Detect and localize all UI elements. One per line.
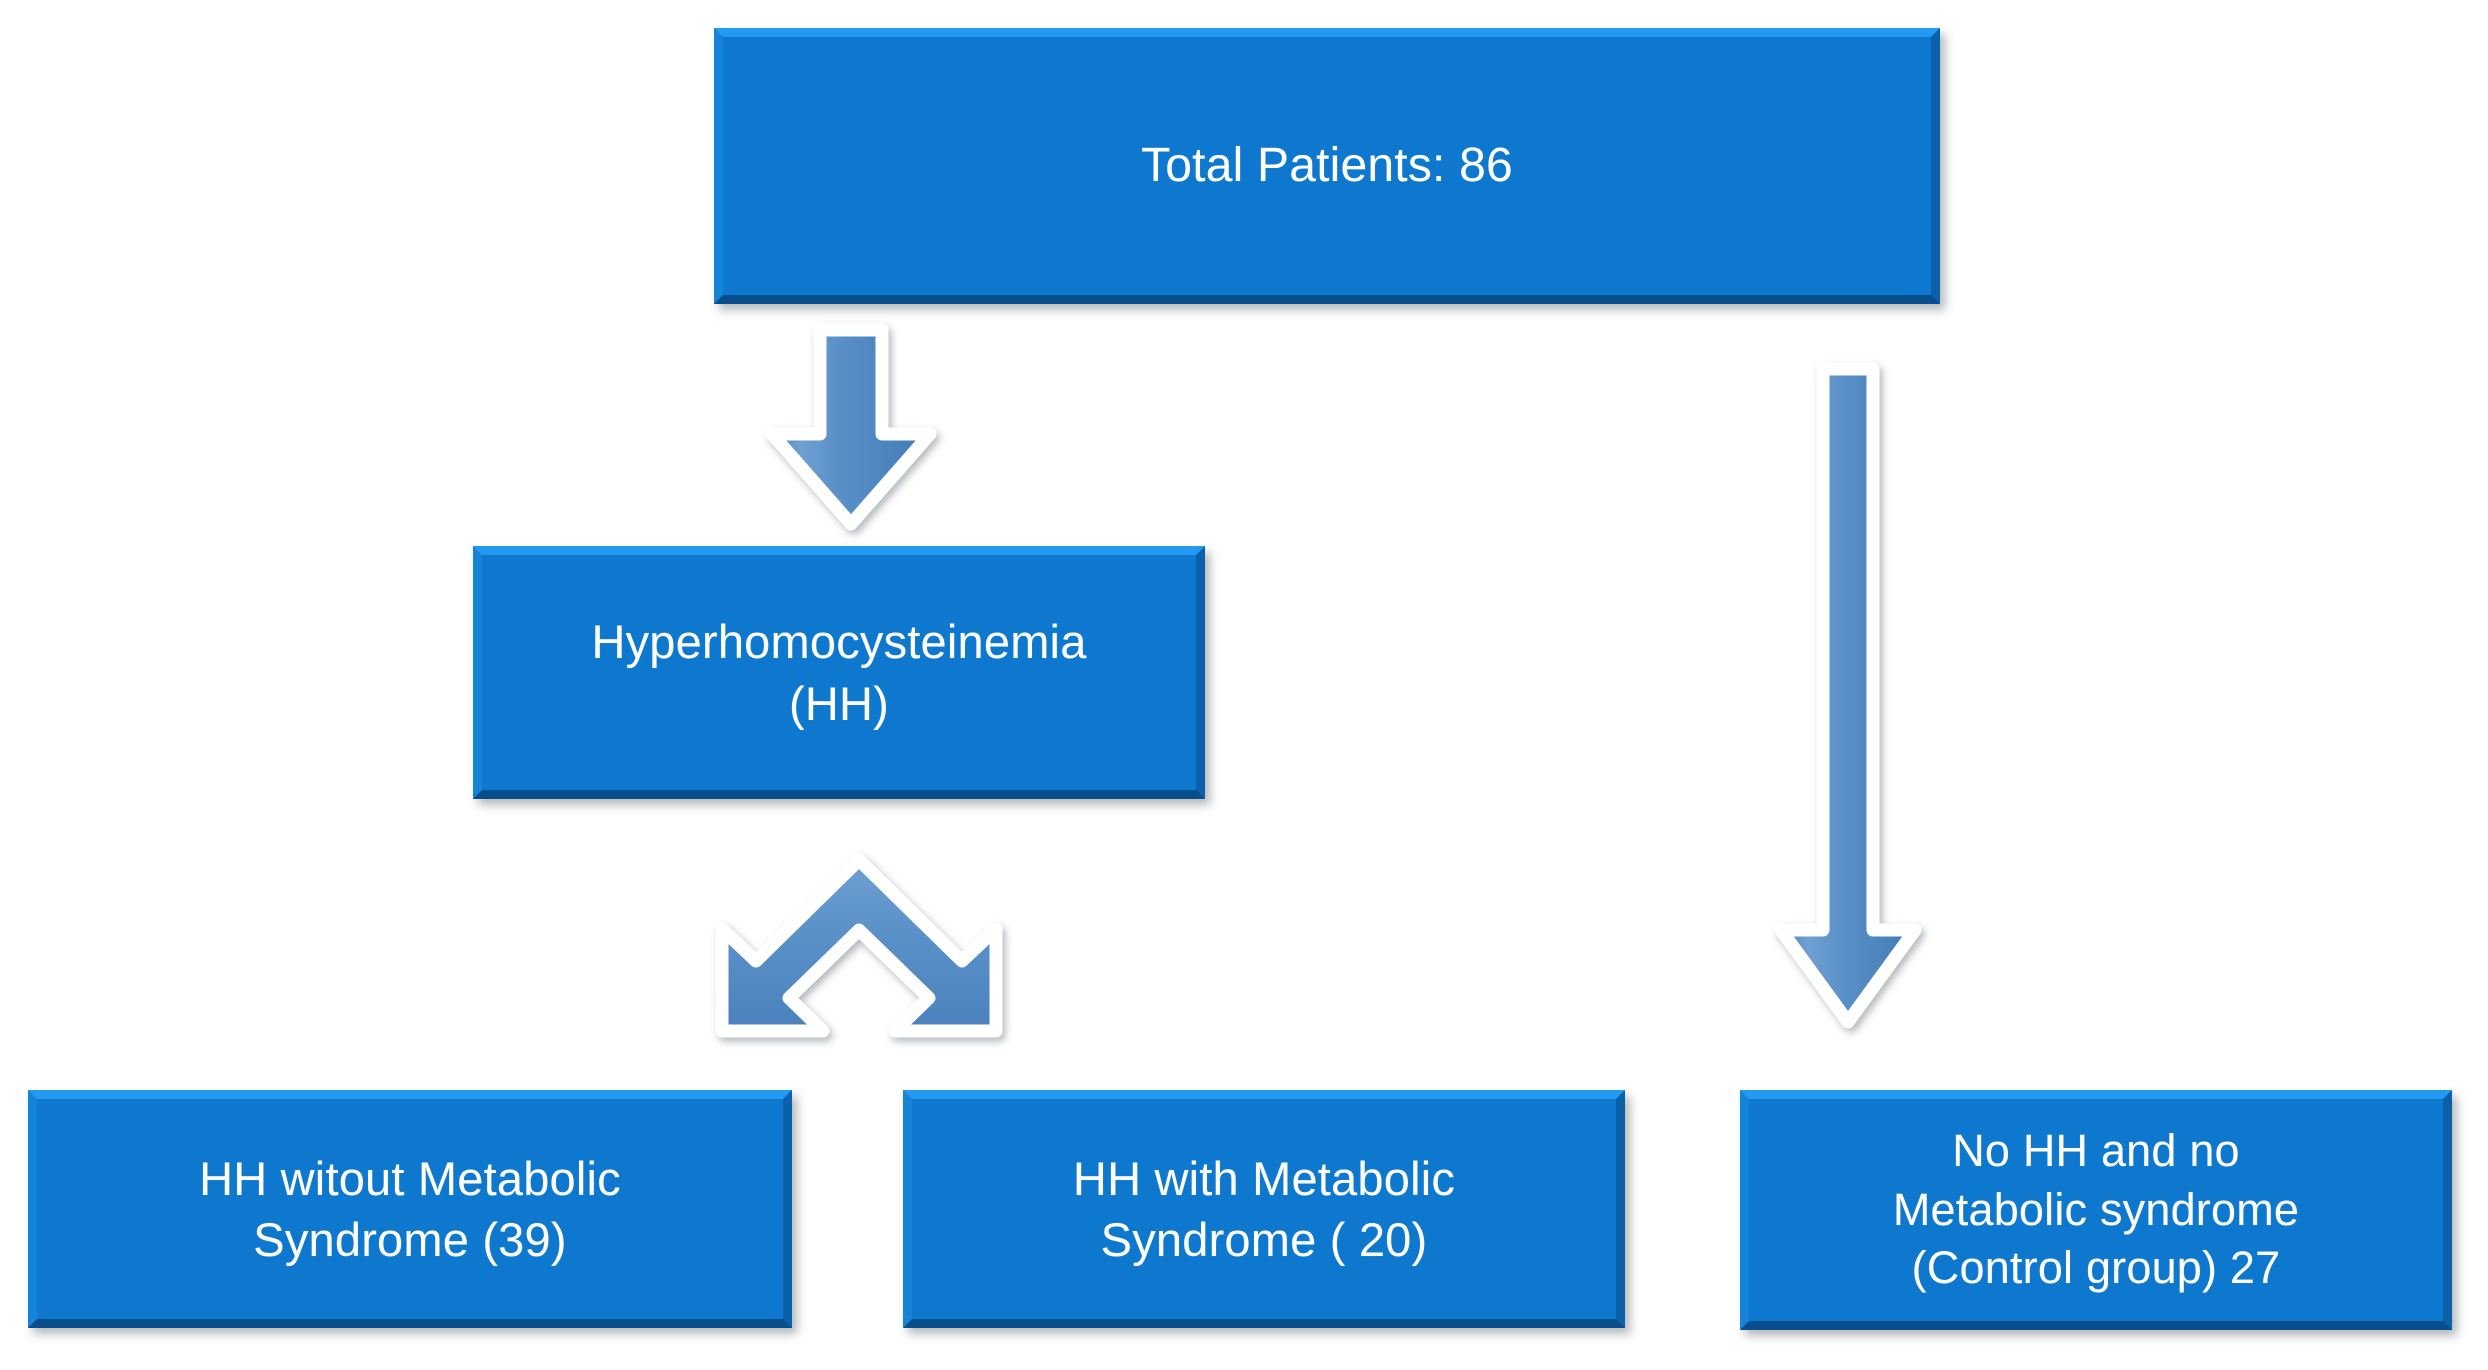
split-arrow-shape — [715, 853, 1003, 1038]
split-arrow-icon — [686, 846, 1032, 1062]
arrow-down-icon-svg — [765, 323, 937, 531]
node-hh-with-metabolic-syndrome[interactable]: HH with Metabolic Syndrome ( 20) — [903, 1090, 1625, 1328]
node-hh-without-metabolic-syndrome[interactable]: HH witout Metabolic Syndrome (39) — [28, 1090, 792, 1328]
split-arrow-icon-svg — [715, 853, 1003, 1038]
long-arrow-down-icon — [1768, 360, 1928, 1032]
arrow-down-shape — [765, 323, 937, 531]
long-arrow-down-shape — [1774, 362, 1922, 1029]
node-hh-with-metabolic-syndrome-label: HH with Metabolic Syndrome ( 20) — [1072, 1151, 1456, 1266]
node-control-group-label: No HH and no Metabolic syndrome (Control… — [1892, 1125, 2300, 1294]
long-arrow-down-icon-svg — [1774, 362, 1922, 1029]
node-total-patients[interactable]: Total Patients: 86 — [714, 28, 1940, 304]
node-total-patients-label: Total Patients: 86 — [1141, 138, 1513, 192]
node-hyperhomocysteinemia[interactable]: Hyperhomocysteinemia (HH) — [473, 546, 1205, 799]
node-hh-without-metabolic-syndrome-label: HH witout Metabolic Syndrome (39) — [199, 1151, 621, 1266]
node-control-group[interactable]: No HH and no Metabolic syndrome (Control… — [1740, 1090, 2452, 1330]
arrow-down-icon — [758, 322, 944, 534]
node-hyperhomocysteinemia-label: Hyperhomocysteinemia (HH) — [591, 615, 1087, 730]
